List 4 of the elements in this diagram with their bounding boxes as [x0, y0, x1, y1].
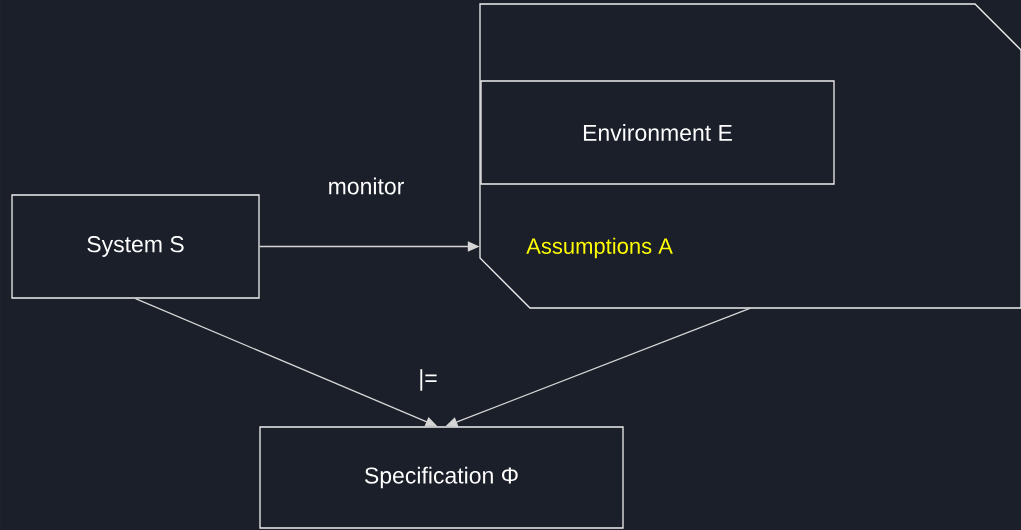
process-box: Specification Φ — [259, 426, 624, 529]
process-box: System S — [11, 194, 260, 299]
process-box: Environment E — [480, 80, 835, 185]
relation-label: |= — [420, 369, 437, 391]
